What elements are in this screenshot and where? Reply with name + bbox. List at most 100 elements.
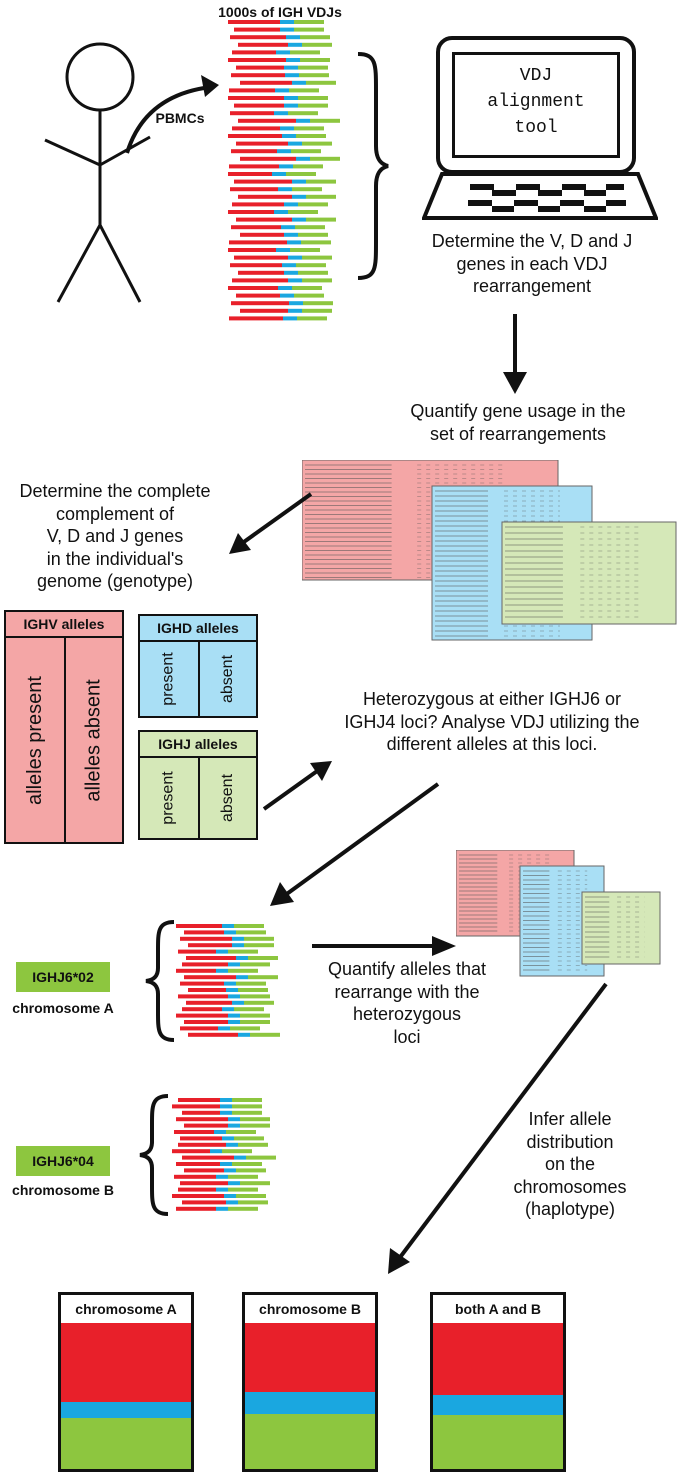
v-segment bbox=[228, 96, 284, 100]
d-segment bbox=[275, 88, 289, 93]
d-segment bbox=[238, 1032, 250, 1037]
arrow-to-chromosome-a bbox=[270, 782, 440, 906]
j-segment bbox=[232, 1162, 262, 1166]
d-segment bbox=[228, 1117, 240, 1122]
j-segment bbox=[288, 210, 318, 214]
j-segment bbox=[246, 1155, 276, 1160]
ighv-title: IGHV alleles bbox=[6, 612, 122, 638]
v-region bbox=[61, 1323, 191, 1402]
v-segment bbox=[180, 936, 232, 941]
d-segment bbox=[286, 58, 300, 62]
j-segment bbox=[226, 1130, 256, 1134]
j-segment bbox=[289, 88, 319, 93]
heterozygous-line-2: IGHJ4 loci? Analyse VDJ utilizing the bbox=[344, 711, 640, 732]
j-segment bbox=[294, 126, 324, 131]
pbmcs-label: PBMCs bbox=[155, 110, 205, 126]
d-segment bbox=[218, 1026, 230, 1031]
j-segment bbox=[298, 65, 328, 70]
d-segment bbox=[292, 80, 306, 85]
d-region bbox=[245, 1392, 375, 1414]
j-segment bbox=[294, 293, 324, 298]
d-segment bbox=[216, 949, 228, 954]
v-segment bbox=[240, 80, 292, 85]
d-segment bbox=[220, 1162, 232, 1166]
j-segment bbox=[299, 73, 329, 78]
j-segment bbox=[292, 187, 322, 192]
v-segment bbox=[228, 172, 272, 176]
d-segment bbox=[279, 164, 293, 169]
d-segment bbox=[282, 134, 296, 138]
d-segment bbox=[284, 202, 298, 207]
j-segment bbox=[240, 994, 270, 999]
result-chromosome-a: chromosome A bbox=[58, 1292, 194, 1472]
v-segment bbox=[188, 988, 226, 992]
j-segment bbox=[240, 1123, 270, 1128]
d-segment bbox=[228, 1013, 240, 1018]
j-segment bbox=[302, 278, 332, 283]
j-segment bbox=[298, 96, 328, 100]
v-segment bbox=[229, 240, 287, 245]
quantify-usage-text: Quantify gene usage in the set of rearra… bbox=[368, 400, 668, 445]
right-arrow bbox=[312, 936, 456, 956]
d-segment bbox=[224, 1168, 236, 1173]
v-segment bbox=[174, 1130, 214, 1134]
j-segment bbox=[238, 1142, 268, 1147]
v-segment bbox=[184, 930, 224, 935]
d-segment bbox=[220, 1110, 232, 1115]
d-segment bbox=[216, 968, 228, 973]
quantify-alleles-line-3: heterozygous bbox=[352, 1004, 462, 1024]
d-segment bbox=[285, 73, 299, 78]
ighd-present-label: present bbox=[160, 652, 177, 706]
j-segment bbox=[300, 35, 330, 40]
arrow-to-genotype bbox=[229, 492, 313, 554]
j-segment bbox=[232, 1098, 262, 1102]
j-segment bbox=[234, 924, 264, 928]
v-segment bbox=[178, 949, 216, 954]
d-segment bbox=[216, 1187, 228, 1192]
j-region bbox=[245, 1414, 375, 1469]
v-segment bbox=[172, 1149, 210, 1154]
d-region bbox=[61, 1402, 191, 1418]
quantify-alleles-line-1: Quantify alleles that bbox=[327, 959, 487, 979]
determine-vdj-text: Determine the V, D and J genes in each V… bbox=[382, 230, 682, 298]
d-segment bbox=[222, 1136, 234, 1141]
j-segment bbox=[238, 1200, 268, 1205]
v-segment bbox=[180, 981, 224, 986]
arrow-to-haplotype bbox=[388, 982, 608, 1274]
d-segment bbox=[228, 962, 240, 967]
d-segment bbox=[288, 141, 302, 146]
v-segment bbox=[176, 1206, 216, 1211]
v-segment bbox=[178, 1098, 220, 1102]
monitor: VDJ alignment tool bbox=[436, 36, 636, 174]
v-segment bbox=[176, 1162, 220, 1166]
d-segment bbox=[274, 111, 288, 116]
d-segment bbox=[284, 232, 298, 237]
j-segment bbox=[293, 164, 323, 169]
infer-line-2: distribution bbox=[526, 1131, 614, 1152]
d-segment bbox=[210, 1149, 222, 1154]
j-segment bbox=[295, 225, 325, 230]
quantify-alleles-text: Quantify alleles that rearrange with the… bbox=[302, 958, 512, 1048]
ighd-absent-label: absent bbox=[218, 654, 236, 704]
j-segment bbox=[306, 194, 336, 199]
j-segment bbox=[303, 301, 333, 306]
v-segment bbox=[236, 293, 280, 298]
vdj-sequences-chromosome-b bbox=[172, 1098, 276, 1211]
j-segment bbox=[234, 1007, 264, 1012]
heterozygous-line-3: different alleles at this loci. bbox=[386, 734, 598, 754]
d-segment bbox=[228, 1020, 240, 1024]
d-segment bbox=[278, 187, 292, 192]
ighj6-02-tag: IGHJ6*02 bbox=[16, 962, 110, 992]
ighd-title: IGHD alleles bbox=[140, 616, 256, 642]
v-segment bbox=[232, 50, 276, 55]
heterozygous-text: Heterozygous at either IGHJ6 or IGHJ4 lo… bbox=[298, 688, 686, 756]
v-segment bbox=[176, 924, 222, 928]
d-segment bbox=[296, 156, 310, 161]
d-segment bbox=[228, 1123, 240, 1128]
j-segment bbox=[240, 1181, 270, 1186]
j-segment bbox=[228, 968, 258, 973]
table-ighj bbox=[502, 522, 676, 624]
ighj-title: IGHJ alleles bbox=[140, 732, 256, 758]
ighd-alleles-box: IGHD alleles present absent bbox=[138, 614, 258, 718]
v-segment bbox=[232, 126, 280, 131]
